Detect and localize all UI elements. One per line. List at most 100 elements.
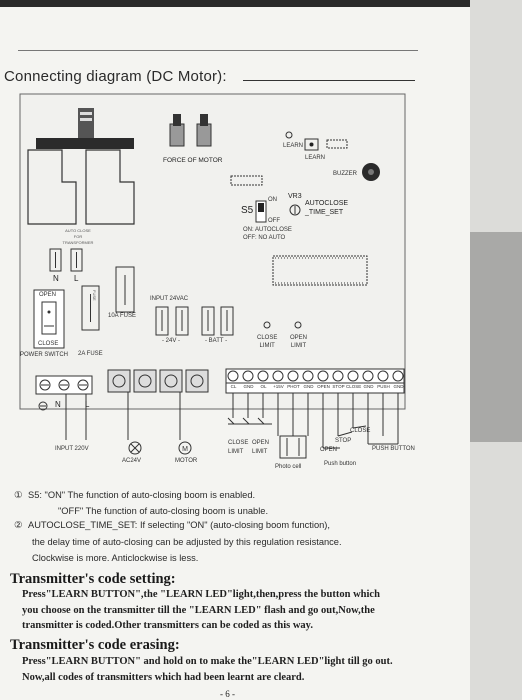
push-button-label: Push button [324,461,357,467]
svg-text:FUSE: FUSE [92,290,97,301]
terminal-label: +15V [273,384,284,389]
terminal-label: CL [230,384,237,389]
open-limit-led [294,321,302,329]
motor-label: MOTOR [175,458,198,464]
code-setting-line-1: Press"LEARN BUTTON",the "LEARN LED"light… [22,589,380,600]
fuse-10a [115,266,135,313]
page-edge-dark [470,232,522,442]
terminal-label: GND [243,384,254,389]
top-edge-bar [0,0,470,7]
code-erasing-heading: Transmitter's code erasing: [10,637,180,653]
mcu-chip [272,255,368,286]
note-1-line-2: "OFF" The function of auto-closing boom … [58,506,269,516]
photo-cell-icon [279,435,307,459]
heat-sink [78,108,94,138]
input-220v-label: INPUT 220V [55,446,89,452]
learn-button-label: LEARN [305,155,326,161]
note-2-line-3: Clockwise is more. Anticlockwise is less… [32,553,199,563]
input-24vac-2 [175,306,189,336]
note-1-marker: ① [14,490,23,500]
code-setting-line-3: transmitter is coded.Other transmitters … [22,620,313,631]
close-limit-bottom-label: CLOSE LIMIT [228,440,249,455]
relay-bar [36,138,134,149]
s5-off-label: OFF [268,218,280,224]
close-limit-label: CLOSE LIMIT [257,335,278,349]
vr3-knob [289,204,301,216]
batt-terminal-1 [201,306,215,336]
buzzer-label: BUZZER [333,171,357,177]
terminal-label: PUSH [377,384,390,389]
svg-text:TRANSFORMER: TRANSFORMER [63,240,94,245]
code-erasing-line-2: Now,all codes of transmitters which had … [22,672,305,683]
terminal-label-row: CL GND OL +15V PHOT GND OPEN STOP CLOSE … [226,384,406,389]
terminal-label: OL [260,384,267,389]
code-setting-heading: Transmitter's code setting: [10,571,176,587]
fuse-10a-label: 10A FUSE [108,313,137,319]
terminal-l-label: L [85,400,90,409]
note-2-marker: ② [14,520,23,530]
force-of-motor-label: FORCE OF MOTOR [163,157,223,164]
title-underline [243,80,415,81]
photo-cell-label: Photo cell [275,464,302,470]
terminal-label: STOP [332,384,345,389]
code-setting-line-2: you choose on the transmitter till the "… [22,605,375,616]
svg-text:M: M [182,446,188,453]
note-2-line-1: AUTOCLOSE_TIME_SET: If selecting "ON" (a… [28,520,330,530]
code-erasing-line-1: Press"LEARN BUTTON" and hold on to make … [22,656,393,667]
n-terminal [49,248,62,272]
force-pot-left [169,114,185,147]
header-rule [18,50,418,51]
s5-on-autoclose-label: ON: AUTOCLOSE [243,227,292,233]
n-terminal-label: N [53,274,59,283]
page-number: - 6 - [220,689,235,699]
learn-led [285,131,293,139]
open-limit-label: OPEN LIMIT [290,335,308,349]
note-2-line-2: the delay time of auto-closing can be ad… [32,537,342,547]
power-terminal-block [35,375,93,395]
terminal-label: GND [363,384,374,389]
wiring-diagram: AUTO CLOSE FOR TRANSFORMER FUSE [19,93,406,459]
power-switch-label: POWER SWITCH [20,352,68,358]
s5-label: S5 [241,205,254,216]
terminal-label: CLOSE [346,384,362,389]
relay-right [85,149,135,225]
ac24v-lamp-icon [128,441,142,455]
vr3-label: VR3 [288,193,302,200]
fuse-2a-label: 2A FUSE [78,351,103,357]
terminal-label: PHOT [287,384,300,389]
l-terminal-label: L [74,274,79,283]
open-button-label: OPEN [320,447,338,453]
ic-small [230,175,263,186]
page-edge-shadow [470,0,522,700]
terminal-label: GND [393,384,404,389]
fuse-2a [81,285,100,331]
power-switch-close-label: CLOSE [38,341,59,347]
input-24vac-1 [155,306,169,336]
control-terminal-row [225,368,405,394]
motor-icon [178,441,192,455]
power-switch-open-label: OPEN [39,292,57,298]
terminal-n-label: N [55,400,61,409]
learn-button [304,138,319,151]
stop-label: STOP [335,438,352,444]
close-button-label: CLOSE [350,428,371,434]
batt-label: - BATT - [205,338,228,344]
svg-text:AUTO CLOSE: AUTO CLOSE [65,228,91,233]
v24-label: - 24V - [162,338,181,344]
relay-left [27,149,77,225]
open-limit-bottom-label: OPEN LIMIT [252,440,270,455]
l-terminal [70,248,83,272]
learn-led-label: LEARN [283,143,304,149]
svg-text:FOR: FOR [74,234,83,239]
ac24v-label: AC24V [122,458,142,464]
batt-terminal-2 [220,306,234,336]
note-1-line-1: S5: "ON" The function of auto-closing bo… [28,490,256,500]
terminal-label: GND [303,384,314,389]
ground-icon [38,401,48,411]
input-24vac-label: INPUT 24VAC [150,296,189,302]
motor-terminal-block [107,369,209,393]
page-title: Connecting diagram (DC Motor): [4,68,227,85]
autoclose-time-set-label: AUTOCLOSE _TIME_SET [305,200,349,216]
force-pot-right [196,114,212,147]
push-button-caps-label: PUSH BUTTON [372,446,415,452]
